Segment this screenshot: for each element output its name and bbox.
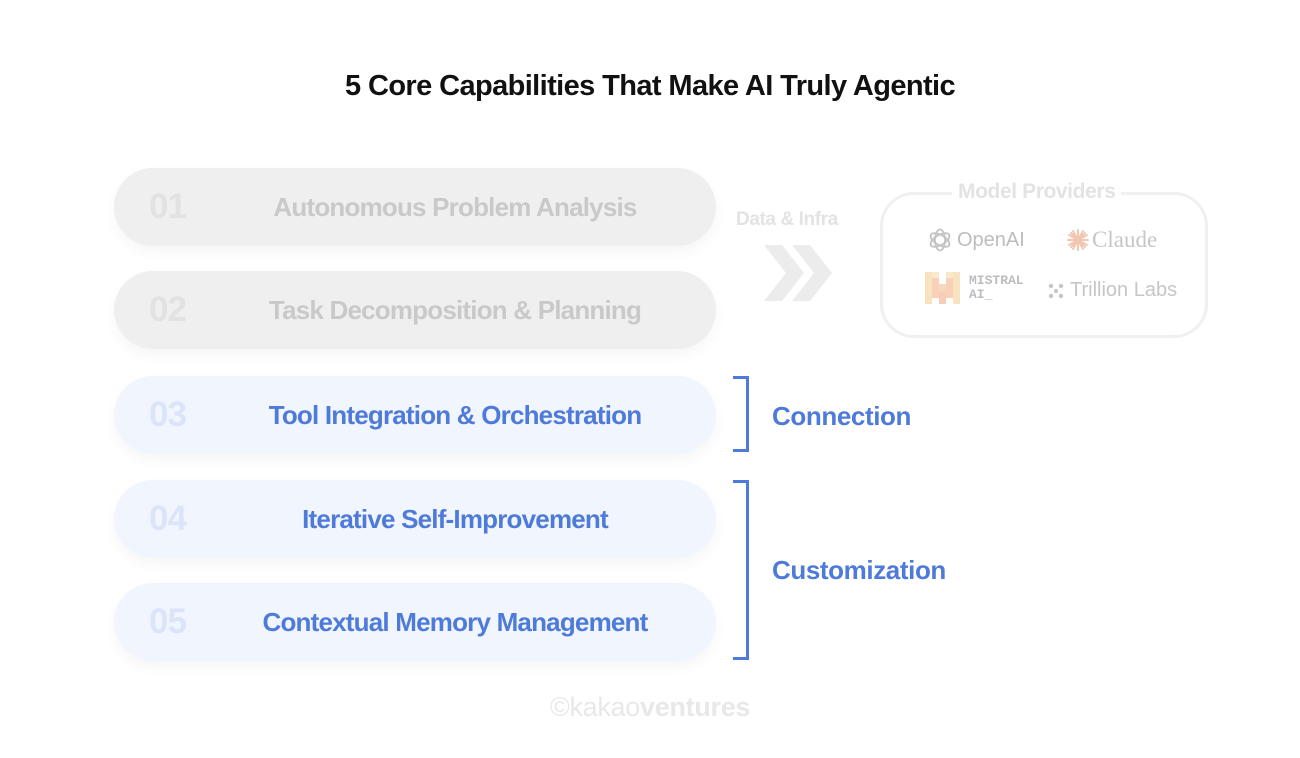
capability-number: 03 bbox=[149, 395, 187, 434]
connection-bracket bbox=[733, 376, 749, 452]
claude-logo: Claude bbox=[1067, 227, 1157, 253]
capability-04: 04 Iterative Self-Improvement bbox=[114, 480, 716, 558]
double-chevron-right-icon bbox=[762, 245, 834, 306]
mistral-name-line1: MISTRAL bbox=[969, 273, 1024, 288]
openai-name: OpenAI bbox=[957, 228, 1025, 251]
capability-03: 03 Tool Integration & Orchestration bbox=[114, 376, 716, 454]
mistral-logo: MISTRAL AI_ bbox=[925, 272, 1024, 304]
capability-number: 02 bbox=[149, 290, 187, 329]
openai-logo: OpenAI bbox=[927, 227, 1025, 253]
mistral-name-line2: AI_ bbox=[969, 287, 993, 302]
claude-name: Claude bbox=[1092, 227, 1158, 252]
capability-label: Autonomous Problem Analysis bbox=[273, 191, 637, 222]
openai-logo-icon bbox=[929, 228, 951, 252]
model-providers-box bbox=[880, 192, 1208, 338]
capability-number: 04 bbox=[149, 499, 187, 538]
capability-label: Tool Integration & Orchestration bbox=[268, 399, 642, 430]
capability-label: Iterative Self-Improvement bbox=[302, 503, 609, 534]
trillion-labs-name: Trillion Labs bbox=[1070, 279, 1178, 301]
trillion-labs-logo: Trillion Labs bbox=[1047, 279, 1177, 302]
capability-05: 05 Contextual Memory Management bbox=[114, 583, 716, 661]
capability-label: Task Decomposition & Planning bbox=[268, 294, 642, 325]
capability-02: 02 Task Decomposition & Planning bbox=[114, 271, 716, 349]
group-label-connection: Connection bbox=[772, 401, 911, 431]
page-title: 5 Core Capabilities That Make AI Truly A… bbox=[344, 70, 956, 102]
model-providers-title: Model Providers bbox=[952, 180, 1122, 204]
kakaoventures-watermark: ©kakaoventures bbox=[0, 692, 1300, 723]
watermark-prefix: ©kakao bbox=[549, 692, 640, 722]
watermark-suffix: ventures bbox=[640, 692, 751, 722]
capability-number: 01 bbox=[149, 187, 187, 226]
capability-number: 05 bbox=[149, 602, 187, 641]
capability-01: 01 Autonomous Problem Analysis bbox=[114, 168, 716, 246]
data-infra-label: Data & Infra bbox=[736, 209, 838, 230]
customization-bracket bbox=[733, 480, 749, 660]
group-label-customization: Customization bbox=[772, 555, 946, 585]
trillion-labs-logo-icon bbox=[1048, 283, 1064, 298]
capability-label: Contextual Memory Management bbox=[262, 606, 648, 637]
claude-starburst-icon bbox=[1067, 229, 1089, 251]
mistral-logo-icon bbox=[925, 272, 960, 304]
